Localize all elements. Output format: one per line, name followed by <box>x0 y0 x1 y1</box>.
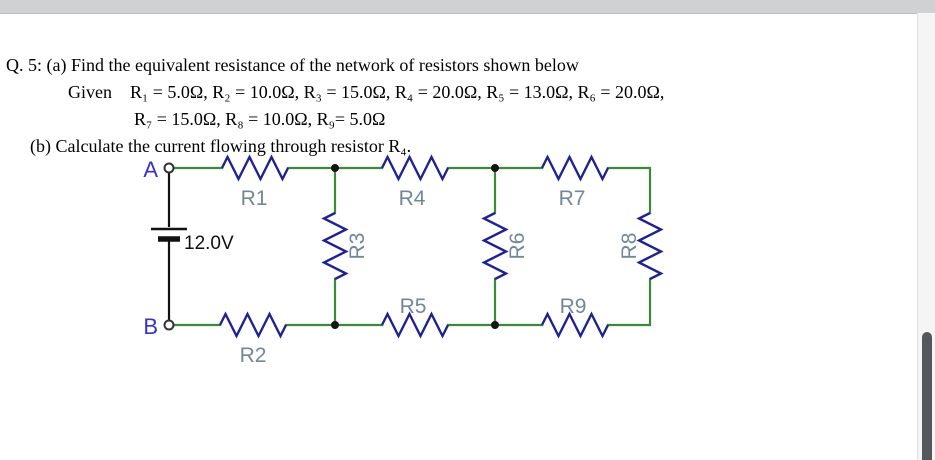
resistor-label-r6: R6 <box>506 233 529 260</box>
resistor-r3 <box>321 211 349 281</box>
resistor-label-r8: R8 <box>618 233 641 260</box>
battery-voltage-label: 12.0V <box>184 233 234 254</box>
junction-dot <box>331 321 339 329</box>
given-values-line-2: R₇ = 15.0Ω, R₈ = 10.0Ω, R₉= 5.0Ω <box>134 109 386 129</box>
junction-dot <box>491 321 499 329</box>
resistor-r4 <box>380 154 450 182</box>
node-a-label: A <box>143 157 158 182</box>
question-line: Q. 5: (a) Find the equivalent resistance… <box>6 55 579 75</box>
scrollbar-track[interactable] <box>917 13 935 460</box>
resistor-r1 <box>220 154 290 182</box>
top-chrome-bar <box>0 0 935 14</box>
resistor-r9 <box>540 311 610 339</box>
terminal-a <box>163 162 175 174</box>
resistor-r5 <box>380 311 450 339</box>
resistor-r7 <box>540 154 610 182</box>
resistor-label-r9: R9 <box>560 295 587 318</box>
battery: 12.0V <box>151 172 234 321</box>
resistor-labels: R1 R4 R7 R2 R5 R9 R3 R6 R8 <box>240 187 641 367</box>
junction-dot <box>491 164 499 172</box>
resistor-label-r4: R4 <box>399 187 426 210</box>
resistors <box>218 154 664 339</box>
given-values-line: Given R₁ = 5.0Ω, R₂ = 10.0Ω, R₃ = 15.0Ω,… <box>68 82 665 102</box>
terminal-b <box>163 319 175 331</box>
resistor-r6 <box>481 211 509 281</box>
scrollbar-thumb[interactable] <box>922 332 932 460</box>
junction-dots <box>331 164 499 329</box>
resistor-label-r1: R1 <box>241 187 268 210</box>
resistor-r2 <box>218 311 288 339</box>
junction-dot <box>331 164 339 172</box>
resistor-label-r2: R2 <box>240 344 267 367</box>
resistor-label-r5: R5 <box>400 295 427 318</box>
part-b-line: (b) Calculate the current flowing throug… <box>30 136 412 156</box>
node-b-label: B <box>143 314 158 339</box>
resistor-label-r3: R3 <box>346 233 369 260</box>
resistor-r8 <box>636 211 664 281</box>
problem-text: Q. 5: (a) Find the equivalent resistance… <box>6 52 886 160</box>
terminals: A B <box>143 157 175 339</box>
resistor-label-r7: R7 <box>559 187 586 210</box>
